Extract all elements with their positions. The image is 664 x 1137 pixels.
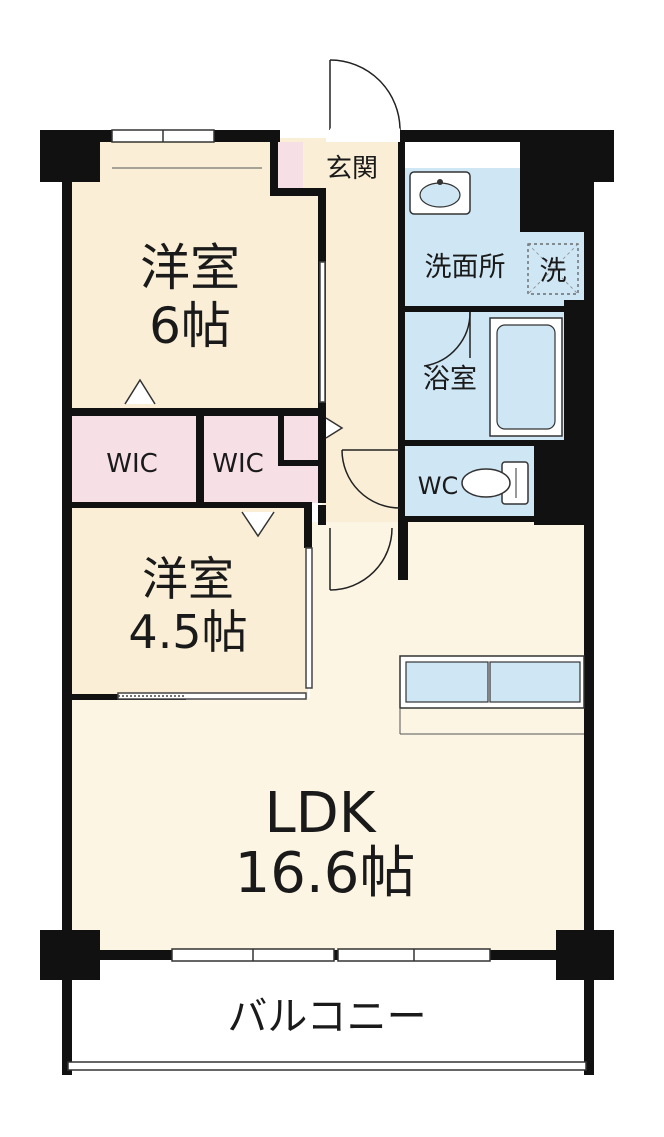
washroom-label: 洗面所 [425,252,506,283]
balcony-floor [68,960,586,1070]
wall-right [584,130,594,1075]
wall-wic-right [318,415,326,503]
wc-door-swing [341,449,401,509]
wall-bath-bottom [404,440,584,446]
hallway-floor [322,185,404,525]
sliding-door-room2 [305,547,313,689]
wall-room1-notch [270,142,278,190]
wall-wic-box-2 [278,460,322,466]
ldk-floor [68,522,586,955]
western-room-1-name: 洋室 [140,239,240,297]
wic-left-floor [68,415,198,503]
wic-right-label: WIC [212,449,264,479]
wall-washroom-left [398,142,405,522]
entrance-label: 玄関 [326,154,378,184]
ldk-name: LDK [264,781,376,846]
wic-right-floor [203,415,321,503]
western-room-1-size: 6帖 [149,297,231,355]
entrance-door-swing [329,59,401,131]
wash-basin [409,171,471,215]
wet-area-solid-right-3 [534,440,584,525]
genkan-tile [275,142,303,190]
arrow-hall [325,417,344,439]
kitchen-counter [399,655,585,735]
arrow-room1 [124,378,156,405]
wall-ldk-post [398,522,408,580]
western-room-2-floor [68,508,308,698]
entry-arrows [124,378,344,538]
windows [111,129,491,962]
wall-ldk-left-entry [318,505,326,525]
column-bottom-right [556,930,614,980]
wall-wic-top [68,408,324,416]
wall-wic-bottom [68,502,312,508]
sliding-doors [117,261,326,700]
toilet [461,461,529,505]
column-top-left [40,130,100,182]
washer-label: 洗 [540,256,567,287]
ldk-door-swing [329,527,393,591]
wall-left [62,130,72,1075]
arrow-room2 [241,511,275,538]
wall-wc-bottom [404,516,584,522]
wall-wic-box [278,415,284,465]
column-bottom-left [40,930,100,980]
wall-room2-right [304,508,312,548]
wet-area-solid-right [520,142,584,232]
sliding-door-room1 [319,261,326,403]
western-room-2-name: 洋室 [142,552,234,606]
wic-left-label: WIC [106,449,158,479]
balcony-rail [67,1061,587,1071]
ldk-size: 16.6帖 [235,841,416,906]
western-room-2-size: 4.5帖 [128,605,247,659]
bath-label: 浴室 [423,364,477,395]
wall-wic-divider [196,415,204,503]
wall-room1-notch-2 [270,188,326,196]
washer-space [527,243,579,295]
doors [329,59,471,591]
bathtub [489,317,563,437]
balcony-label: バルコニー [227,994,426,1040]
toilet-label: WC [418,472,459,500]
wall-bath-top [404,306,584,312]
